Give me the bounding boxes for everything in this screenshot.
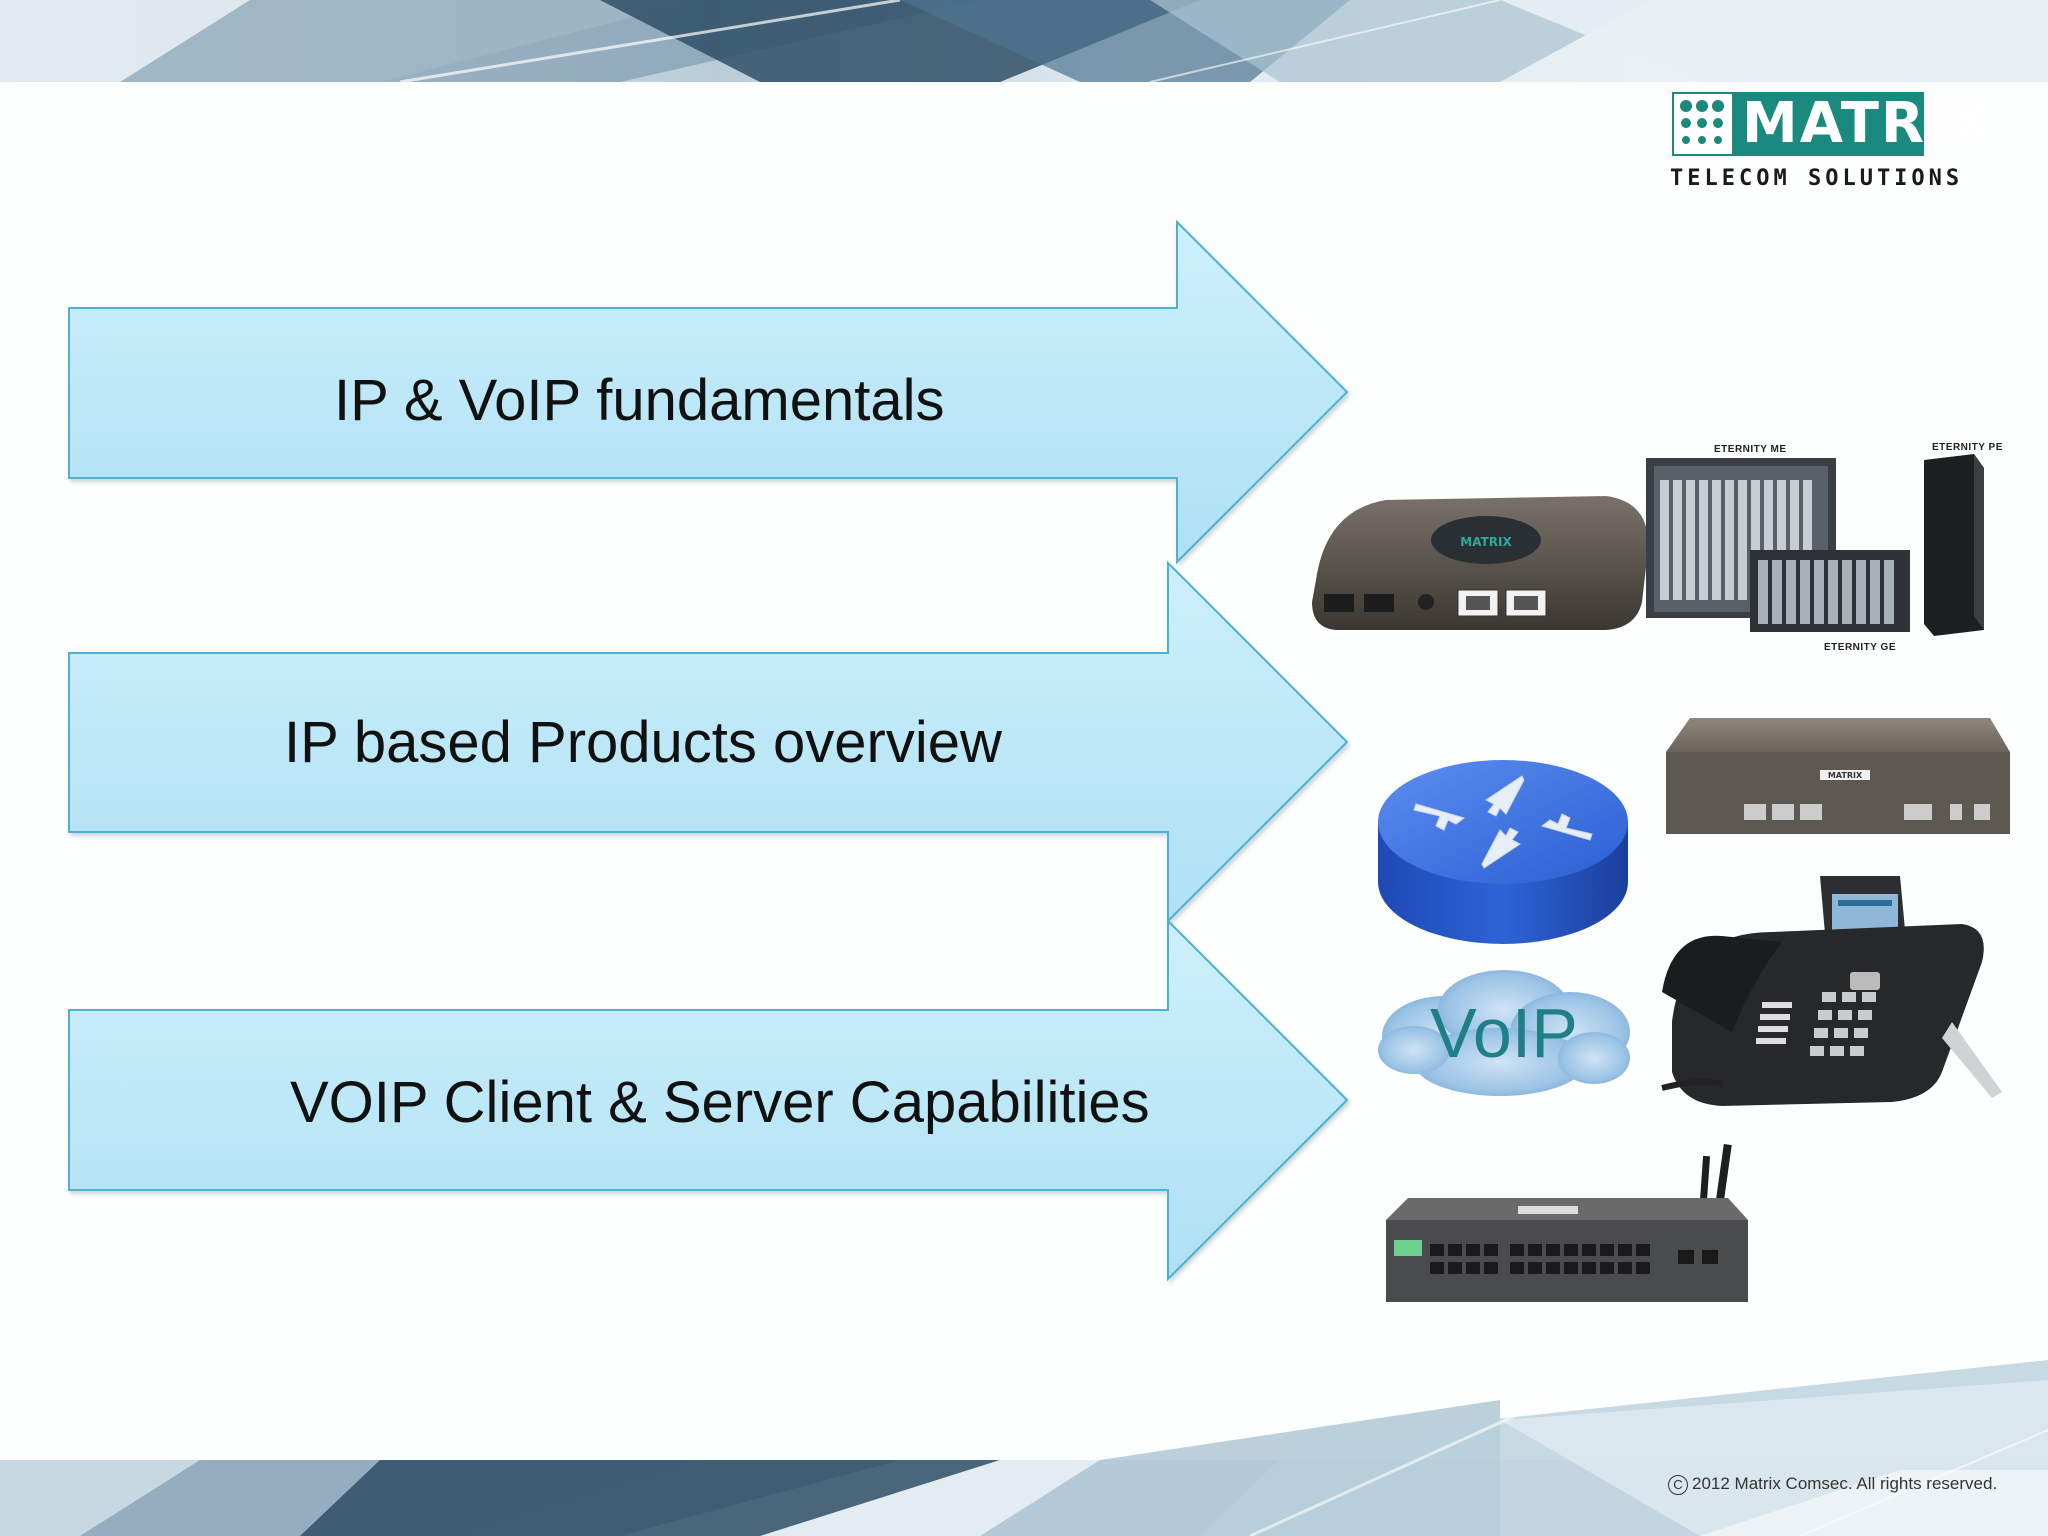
top-banner	[0, 0, 2048, 84]
matrix-logo-icon	[1672, 92, 1924, 156]
ata-device-icon: MATRIX	[1312, 496, 1649, 630]
eternity-ge-label: ETERNITY GE	[1824, 642, 1896, 653]
arrow-label-3: VOIP Client & Server Capabilities	[290, 1070, 1150, 1135]
arrow-label-2: IP based Products overview	[284, 710, 1002, 775]
logo-tagline: TELECOM SOLUTIONS	[1670, 166, 1964, 191]
pbx-rack-icon	[1646, 454, 1984, 636]
wireless-gateway-icon	[1386, 1143, 1748, 1302]
voip-cloud-label: VoIP	[1430, 994, 1578, 1072]
svg-text:MATRIX: MATRIX	[1828, 771, 1863, 780]
router-icon	[1378, 760, 1628, 944]
copyright-icon: C	[1668, 1474, 1688, 1495]
svg-text:MATRIX: MATRIX	[1460, 535, 1512, 549]
logo-wordmark: MATRIX	[1742, 91, 1995, 156]
arrow-1	[68, 219, 1349, 565]
eternity-pe-label: ETERNITY PE	[1932, 442, 2003, 453]
arrow-2	[68, 560, 1349, 924]
gateway-icon: MATRIX	[1666, 718, 2010, 834]
bottom-banner	[0, 1360, 2048, 1536]
ip-phone-icon	[1661, 876, 2002, 1106]
voip-cloud-icon	[1378, 970, 1630, 1096]
copyright-label: 2012 Matrix Comsec. All rights reserved.	[1692, 1474, 1998, 1493]
arrow-3	[68, 918, 1349, 1282]
arrow-label-1: IP & VoIP fundamentals	[334, 368, 945, 433]
eternity-me-label: ETERNITY ME	[1714, 444, 1787, 455]
